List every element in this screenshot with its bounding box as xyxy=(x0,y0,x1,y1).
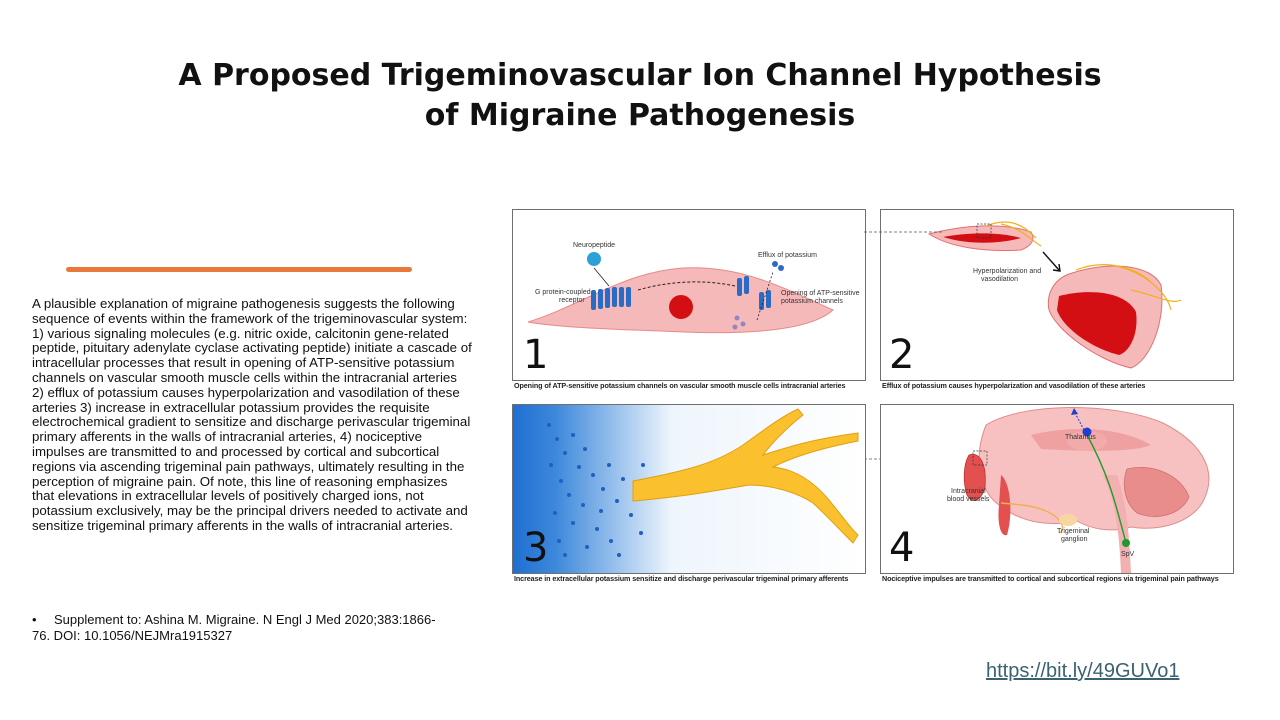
label-hyper-2: vasodilation xyxy=(981,276,1018,283)
label-efflux: Efflux of potassium xyxy=(758,252,817,259)
potassium-ions xyxy=(547,423,645,557)
neuropeptide-shape xyxy=(587,252,601,266)
reference-item: •Supplement to: Ashina M. Migraine. N En… xyxy=(32,612,452,643)
label-neuropeptide: Neuropeptide xyxy=(573,242,615,249)
label-channels-1: Opening of ATP-sensitive xyxy=(781,290,860,297)
panel-2-caption: Efflux of potassium causes hyperpolariza… xyxy=(882,381,1146,390)
title-line-2: of Migraine Pathogenesis xyxy=(424,98,856,133)
panel-4: Thalamus Intracranial blood vessels Trig… xyxy=(880,404,1234,574)
label-receptor-2: receptor xyxy=(559,297,585,304)
label-vessels-2: blood vessels xyxy=(947,496,990,503)
panel-number: 3 xyxy=(523,525,549,571)
panel-1: Neuropeptide G protein-coupled receptor … xyxy=(512,209,866,381)
label-ganglion-1: Trigeminal xyxy=(1057,528,1090,535)
thalamus-dot xyxy=(1082,427,1092,437)
label-ganglion-2: ganglion xyxy=(1061,536,1088,543)
spv-dot xyxy=(1122,539,1130,547)
label-channels-2: potassium channels xyxy=(781,298,843,305)
cerebellum-shape xyxy=(1123,467,1190,517)
source-link[interactable]: https://bit.ly/49GUVo1 xyxy=(986,660,1180,682)
panel-1-caption: Opening of ATP-sensitive potassium chann… xyxy=(514,381,846,390)
label-spv: SpV xyxy=(1121,551,1135,558)
panel-number: 1 xyxy=(523,332,549,378)
panel-3: 3 xyxy=(512,404,866,574)
body-paragraph: A plausible explanation of migraine path… xyxy=(32,296,472,533)
panel-2: Hyperpolarization and vasodilation 2 xyxy=(880,209,1234,381)
panel-1-illustration: Neuropeptide G protein-coupled receptor … xyxy=(527,242,860,334)
afferent-shape xyxy=(632,408,859,544)
label-receptor-1: G protein-coupled xyxy=(535,289,591,296)
label-vessels-1: Intracranial xyxy=(951,488,986,495)
panel-number: 4 xyxy=(889,525,915,571)
panel-3-caption: Increase in extracellular potassium sens… xyxy=(514,574,849,583)
reference-text: Supplement to: Ashina M. Migraine. N Eng… xyxy=(32,612,436,643)
nucleus-shape xyxy=(669,295,693,319)
slide-title: A Proposed Trigeminovascular Ion Channel… xyxy=(0,56,1280,136)
bullet-icon: • xyxy=(32,612,37,627)
panel-2-illustration: Hyperpolarization and vasodilation xyxy=(927,221,1182,369)
label-thalamus: Thalamus xyxy=(1065,434,1096,441)
panel-3-illustration xyxy=(513,405,865,573)
panel-number: 2 xyxy=(889,332,915,378)
label-hyper-1: Hyperpolarization and xyxy=(973,268,1041,275)
title-line-1: A Proposed Trigeminovascular Ion Channel… xyxy=(178,58,1102,93)
accent-rule xyxy=(66,267,412,272)
panel-4-caption: Nociceptive impulses are transmitted to … xyxy=(882,574,1219,583)
panel-4-illustration: Thalamus Intracranial blood vessels Trig… xyxy=(947,407,1210,573)
